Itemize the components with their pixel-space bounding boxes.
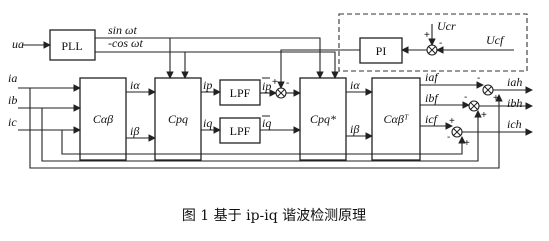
- sign-ia-plus: +: [493, 93, 499, 104]
- c-alpha-beta-label: Cαβ: [93, 112, 113, 126]
- lpf-bottom-label: LPF: [230, 124, 251, 138]
- c-pq-block: [154, 77, 202, 161]
- signal-cos: -cos ωt: [108, 36, 143, 50]
- sign-icf-plus: +: [449, 116, 455, 127]
- signal-ip: ip: [203, 78, 212, 92]
- c-pq-label: Cpq: [168, 112, 188, 126]
- c-alpha-beta-t-block: [371, 77, 421, 161]
- signal-i-beta-2: iβ: [350, 122, 359, 136]
- signal-ibh: ibh: [507, 96, 522, 110]
- signal-ib: ib: [8, 93, 17, 107]
- lpf-bottom-block: [219, 117, 261, 144]
- pi-enclosure: [338, 13, 528, 72]
- sign-pi-minus: -: [286, 78, 289, 89]
- c-pq-star-label: Cpq*: [310, 112, 336, 126]
- signal-iah: iah: [507, 75, 522, 89]
- sign-icf-minus: -: [447, 132, 450, 143]
- sign-ip-plus: +: [272, 77, 278, 88]
- signal-iq: iq: [203, 116, 212, 130]
- signal-ia: ia: [8, 71, 17, 85]
- sign-iaf-minus: -: [477, 73, 480, 84]
- signal-ip-bar: ip: [262, 79, 271, 93]
- signal-ic: ic: [8, 115, 17, 129]
- signal-ibf: ibf: [425, 91, 439, 105]
- lpf-top-label: LPF: [230, 86, 251, 100]
- signal-i-alpha-1: iα: [130, 78, 140, 92]
- sign-ic-plus: +: [464, 138, 470, 149]
- figure-caption: 图 1 基于 ip-iq 谐波检测原理: [182, 207, 366, 224]
- sum-junction-a: [482, 84, 494, 96]
- sign-ib-plus: +: [481, 110, 487, 121]
- sum-junction-b: [468, 100, 480, 112]
- wires: [18, 24, 533, 169]
- signal-ucf: Ucf: [486, 33, 505, 47]
- signal-ua: ua: [12, 37, 24, 51]
- signal-i-beta-1: iβ: [130, 124, 139, 138]
- signal-iaf: iaf: [425, 70, 439, 84]
- c-alpha-beta-block: [79, 77, 127, 161]
- c-alpha-beta-t-label: Cαβᵀ: [384, 112, 409, 126]
- sign-ucr-plus: +: [424, 30, 430, 41]
- signal-sin: sin ωt: [108, 23, 137, 37]
- signal-ich: ich: [507, 117, 522, 131]
- sum-junction-ucr: [426, 44, 438, 56]
- pi-label: PI: [376, 44, 387, 58]
- pll-block: [49, 29, 96, 61]
- sum-junction-ip: [275, 87, 287, 99]
- sign-ucf-minus: -: [439, 38, 442, 49]
- pll-label: PLL: [61, 39, 82, 53]
- signal-icf: icf: [425, 112, 439, 126]
- signal-i-alpha-2: iα: [350, 78, 360, 92]
- signal-ucr: Ucr: [437, 19, 456, 33]
- sign-ibf-minus: -: [464, 92, 467, 103]
- signal-iq-bar: iq: [262, 116, 271, 130]
- sum-junction-c: [451, 126, 463, 138]
